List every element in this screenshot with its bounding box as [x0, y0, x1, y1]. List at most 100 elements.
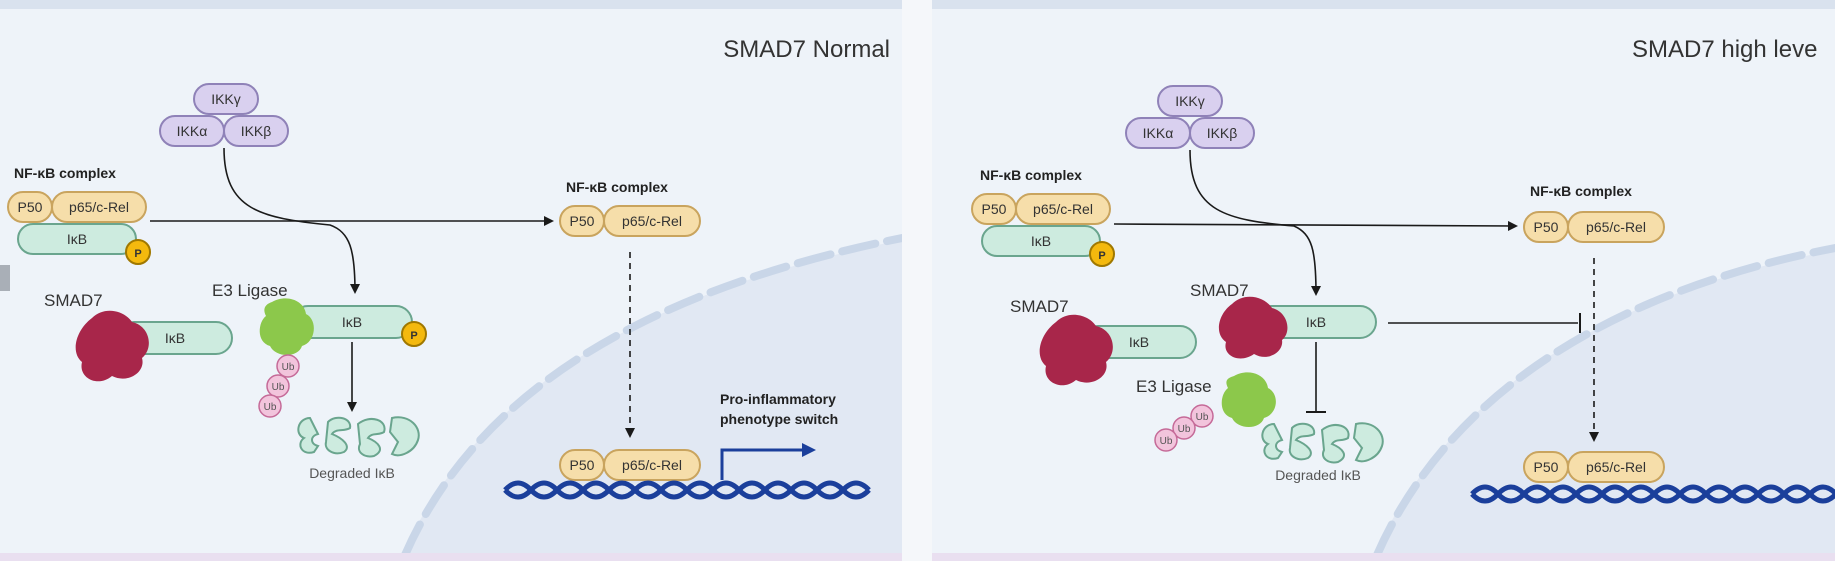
p65-protein-nuclear	[1567, 451, 1665, 483]
smad7-protein	[75, 310, 149, 382]
fragment-4	[1352, 422, 1384, 463]
smad7-label: SMAD7	[1010, 297, 1069, 316]
panel-top-border	[0, 0, 902, 9]
ikb-protein	[17, 223, 137, 255]
ikk-beta-label: IKKβ	[241, 123, 272, 139]
p65-protein	[51, 191, 147, 223]
degraded-ikb-fragments	[297, 416, 420, 458]
fragment-1	[1261, 422, 1284, 460]
phosphate-circle	[1089, 241, 1115, 267]
phosphate-circle	[125, 239, 151, 265]
smad7-protein-2	[1218, 296, 1288, 359]
e3-ligase-protein	[1221, 372, 1276, 427]
edge-marker	[0, 265, 10, 291]
dna-helix	[1470, 484, 1835, 504]
switch-label-line2: phenotype switch	[720, 411, 838, 427]
ub-label-3: Ub	[264, 402, 277, 413]
transcription-arrow	[720, 443, 816, 480]
nuclear-envelope	[1373, 244, 1835, 559]
nfkb-complex-label-free: NF-κB complex	[1530, 183, 1632, 199]
ub-label-1: Ub	[1196, 412, 1209, 423]
ikk-phosphorylation-arrow	[223, 147, 360, 294]
p65-protein-nuclear	[603, 449, 701, 481]
ikk-complex: IKKγ IKKα IKKβ	[159, 83, 289, 147]
ikb-label: IκB	[1031, 233, 1051, 249]
nfkb-complex-label: NF-κB complex	[14, 165, 116, 181]
ikk-beta-label: IKKβ	[1207, 125, 1238, 141]
panel-title: SMAD7 Normal	[723, 36, 890, 63]
ikk-gamma-label: IKKγ	[1175, 93, 1205, 109]
nfkb-ikb-complex: P50 p65/c-Rel IκB P	[7, 191, 151, 265]
ub-label-1: Ub	[282, 362, 295, 373]
dna-strand-2	[503, 480, 871, 500]
fragment-2	[1288, 422, 1316, 461]
ub-label-3: Ub	[1160, 436, 1173, 447]
p50-nuclear-label: P50	[1534, 459, 1559, 475]
ikk-gamma-label: IKKγ	[211, 91, 241, 107]
p65-protein-free	[1567, 211, 1665, 243]
p50-label: P50	[18, 199, 43, 215]
ikb-label: IκB	[67, 231, 87, 247]
e3-ligase-label: E3 Ligase	[1136, 377, 1212, 396]
ub-circle-3	[258, 394, 282, 418]
p65-free-label: p65/c-Rel	[1586, 219, 1646, 235]
ikb-bound-label: IκB	[165, 330, 185, 346]
e3-ligase-group: Ub Ub Ub	[1154, 372, 1276, 452]
switch-label-line1: Pro-inflammatory	[720, 391, 836, 407]
degraded-ikb-fragments	[1261, 422, 1384, 464]
p65-protein-free	[603, 205, 701, 237]
panel-bottom-border	[0, 553, 902, 561]
smad7-label: SMAD7	[44, 291, 103, 310]
ikb-bound-label: IκB	[1129, 334, 1149, 350]
fragment-3	[1320, 423, 1350, 464]
degraded-ikb-label: Degraded IκB	[309, 465, 395, 481]
ikb-label-2: IκB	[1306, 314, 1326, 330]
phosphate-circle-2	[401, 321, 427, 347]
p65-label: p65/c-Rel	[69, 199, 129, 215]
nfkb-complex-label-free: NF-κB complex	[566, 179, 668, 195]
ub-circle-3	[1154, 428, 1178, 452]
panel-top-border	[932, 0, 1835, 9]
dna-strand-2	[1470, 484, 1835, 504]
dna-helix	[503, 480, 871, 500]
nuclear-envelope	[401, 234, 902, 559]
e3-ligase-label: E3 Ligase	[212, 281, 288, 300]
ikk-beta	[1189, 117, 1255, 149]
ub-label-2: Ub	[272, 382, 285, 393]
nfkb-complex-label: NF-κB complex	[980, 167, 1082, 183]
fragment-4	[388, 416, 420, 457]
p50-free-label: P50	[570, 213, 595, 229]
ikk-beta	[223, 115, 289, 147]
p50-label: P50	[982, 201, 1007, 217]
smad7-label-2: SMAD7	[1190, 281, 1249, 300]
ikk-phosphorylation-arrow	[1189, 149, 1321, 296]
smad7-ikb-complex-2: IκB	[1218, 296, 1377, 359]
fragment-3	[356, 417, 386, 458]
phosphate-label: P	[1098, 250, 1105, 262]
ikk-gamma	[193, 83, 259, 115]
panel-smad7-high: IKKγ IKKα IKKβ NF-κB complex P50 p65/c-R…	[932, 0, 1835, 561]
panel-smad7-normal: IKKγ IKKα IKKβ NF-κB complex P50 p65/c-R…	[0, 0, 902, 561]
ikk-alpha-label: IKKα	[177, 123, 208, 139]
ub-circle-1	[1190, 404, 1214, 428]
panel-divider	[902, 0, 932, 561]
p65-label: p65/c-Rel	[1033, 201, 1093, 217]
phosphate-label-2: P	[410, 330, 417, 342]
pathway-diagram-normal: IKKγ IKKα IKKβ NF-κB complex P50 p65/c-R…	[7, 83, 902, 561]
ub-label-2: Ub	[1178, 424, 1191, 435]
nfkb-nuclear-complex: P50 p65/c-Rel	[559, 449, 701, 481]
degraded-ikb-label: Degraded IκB	[1275, 467, 1361, 483]
p65-nuclear-label: p65/c-Rel	[622, 457, 682, 473]
ikk-complex: IKKγ IKKα IKKβ	[1125, 85, 1255, 149]
ub-circle-2	[266, 374, 290, 398]
panel-title: SMAD7 high leve	[1632, 36, 1818, 63]
ikb-phosphorylated-label: IκB	[342, 314, 362, 330]
nfkb-ikb-complex: P50 p65/c-Rel IκB P	[971, 193, 1115, 267]
fragment-2	[324, 416, 352, 455]
ub-circle-1	[276, 354, 300, 378]
ikk-alpha-label: IKKα	[1143, 125, 1174, 141]
ub-circle-2	[1172, 416, 1196, 440]
smad7-ikb-complex: IκB	[75, 310, 233, 382]
ikk-gamma	[1157, 85, 1223, 117]
nfkb-nuclear-complex: P50 p65/c-Rel	[1523, 451, 1665, 483]
